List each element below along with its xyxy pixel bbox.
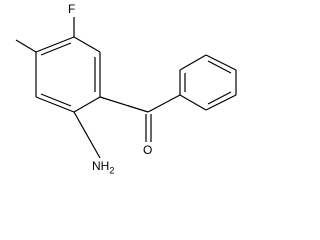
bond-ring1-left-top-to-top bbox=[35, 36, 75, 53]
bond-ring1-inner-double-bottom-left bbox=[40, 93, 72, 107]
bond-ring1-bottom-to-left-bottom bbox=[35, 96, 75, 113]
right-phenyl-ring bbox=[179, 54, 237, 111]
bond-c-methyl bbox=[15, 39, 37, 53]
bond-ring2-inner-double-bottom-right bbox=[207, 91, 232, 105]
bond-ring2-top-to-right-top bbox=[205, 54, 237, 71]
left-aromatic-ring bbox=[35, 36, 101, 113]
bond-ring1-inner-double-top-left bbox=[40, 42, 72, 56]
bond-ring2-bottom-to-bottom-left bbox=[179, 94, 207, 111]
bond-c-nh2 bbox=[73, 111, 101, 159]
amine-group-label: NH2 bbox=[92, 159, 115, 176]
molecule-structure bbox=[15, 17, 237, 159]
bond-ring2-inner-double-top-right bbox=[207, 60, 232, 74]
bond-ring2-left-top-to-top bbox=[179, 54, 207, 71]
fluorine-atom-label: F bbox=[68, 2, 76, 16]
structure-canvas: F O NH2 bbox=[15, 2, 237, 176]
bond-carbonyl-to-ring2 bbox=[147, 94, 181, 113]
oxygen-atom-label: O bbox=[143, 143, 153, 157]
bond-ring1-top-to-right-top bbox=[73, 36, 101, 53]
bond-ring1-right-bottom-to-bottom bbox=[73, 96, 101, 113]
bond-ring1-to-carbonyl bbox=[99, 96, 149, 113]
bond-ring2-right-bottom-to-bottom bbox=[205, 94, 237, 111]
